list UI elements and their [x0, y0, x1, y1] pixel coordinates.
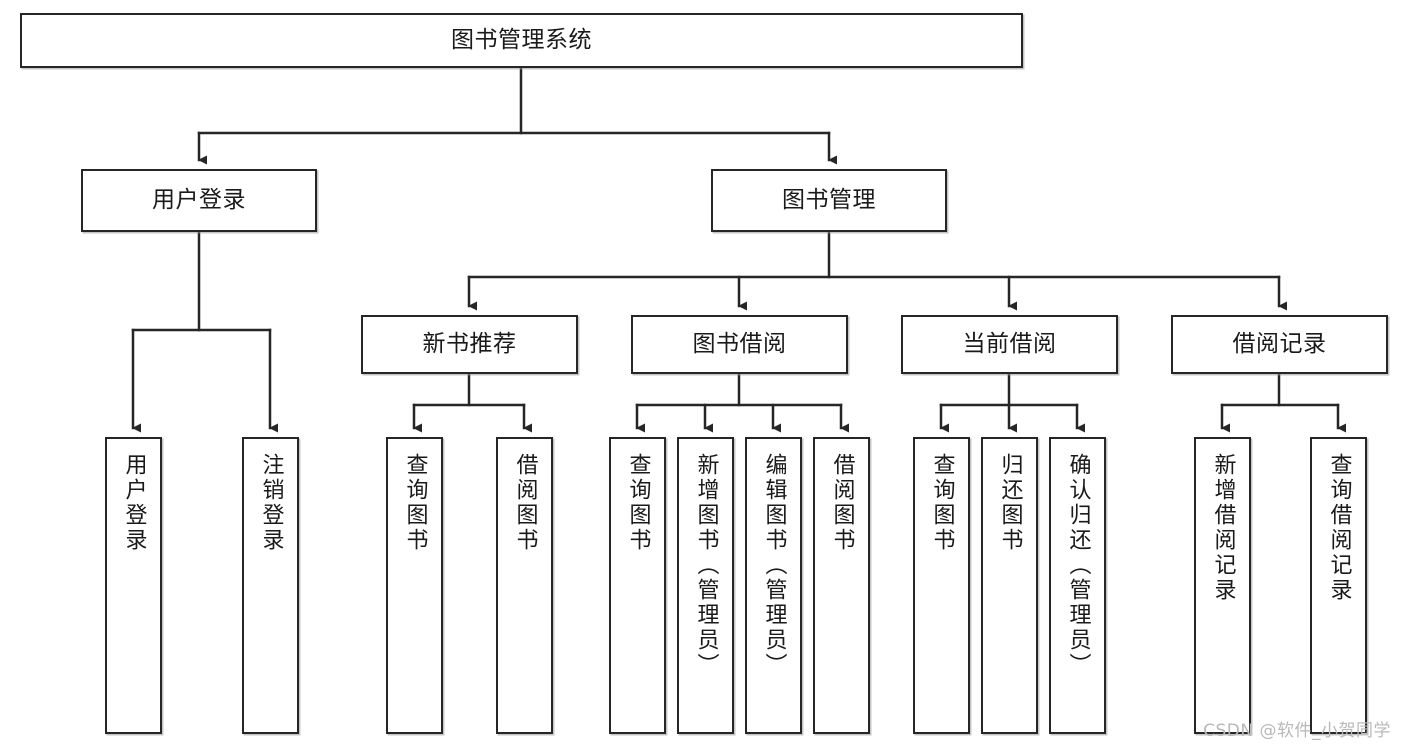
- edge-group-root: [197, 66, 837, 165]
- node-current-borrow[interactable]: 当前借阅: [901, 315, 1118, 374]
- edge-group-book-manage: [467, 230, 1287, 311]
- node-leaf-borrow-add-book[interactable]: 新增图书（管理员）: [677, 437, 734, 734]
- node-borrow-record[interactable]: 借阅记录: [1171, 315, 1388, 374]
- edge-group-user-login: [131, 230, 278, 433]
- node-label-user-login: 用户登录: [152, 187, 246, 214]
- node-label-leaf: 借阅图书: [829, 453, 855, 553]
- node-leaf-new-book-borrow[interactable]: 借阅图书: [496, 437, 553, 734]
- node-leaf-borrow-edit-book[interactable]: 编辑图书（管理员）: [745, 437, 802, 734]
- node-label-leaf: 查询图书: [402, 453, 428, 553]
- node-label-leaf: 编辑图书（管理员）: [761, 453, 787, 678]
- node-label-leaf: 注销登录: [258, 453, 284, 553]
- node-label-leaf: 借阅图书: [512, 453, 538, 553]
- node-label-book-borrow: 图书借阅: [692, 331, 787, 358]
- edge-group-borrow-record: [1220, 372, 1346, 433]
- node-leaf-current-confirm-return[interactable]: 确认归还（管理员）: [1049, 437, 1106, 734]
- node-label-leaf: 查询借阅记录: [1326, 453, 1352, 603]
- node-leaf-new-book-query[interactable]: 查询图书: [386, 437, 443, 734]
- node-book-management[interactable]: 图书管理: [711, 169, 947, 232]
- node-label-leaf: 查询图书: [625, 453, 651, 553]
- node-label-new-book-recommend: 新书推荐: [422, 331, 517, 358]
- node-new-book-recommend[interactable]: 新书推荐: [361, 315, 578, 374]
- node-leaf-borrow-borrow-book[interactable]: 借阅图书: [813, 437, 870, 734]
- edge-group-current-borrow: [939, 372, 1085, 433]
- node-label-leaf: 确认归还（管理员）: [1065, 453, 1091, 678]
- node-leaf-record-add[interactable]: 新增借阅记录: [1194, 437, 1251, 734]
- node-user-login[interactable]: 用户登录: [81, 169, 317, 232]
- node-label-leaf: 新增图书（管理员）: [693, 453, 719, 678]
- node-root-system[interactable]: 图书管理系统: [20, 13, 1023, 68]
- node-label-borrow-record: 借阅记录: [1232, 331, 1327, 358]
- node-book-borrow[interactable]: 图书借阅: [631, 315, 848, 374]
- node-label-leaf: 用户登录: [121, 453, 147, 553]
- node-leaf-borrow-query[interactable]: 查询图书: [609, 437, 666, 734]
- node-leaf-current-return[interactable]: 归还图书: [981, 437, 1038, 734]
- node-label-book-management: 图书管理: [782, 187, 876, 214]
- node-label-leaf: 新增借阅记录: [1210, 453, 1236, 603]
- edge-group-new-book: [412, 372, 532, 433]
- node-leaf-record-query[interactable]: 查询借阅记录: [1310, 437, 1367, 734]
- node-leaf-current-query[interactable]: 查询图书: [913, 437, 970, 734]
- node-leaf-user-login-logout[interactable]: 注销登录: [242, 437, 299, 734]
- node-label-leaf: 查询图书: [929, 453, 955, 553]
- node-leaf-user-login-login[interactable]: 用户登录: [105, 437, 162, 734]
- node-label-root: 图书管理系统: [451, 27, 592, 54]
- node-label-current-borrow: 当前借阅: [962, 331, 1057, 358]
- node-label-leaf: 归还图书: [997, 453, 1023, 553]
- edge-group-book-borrow: [635, 372, 849, 433]
